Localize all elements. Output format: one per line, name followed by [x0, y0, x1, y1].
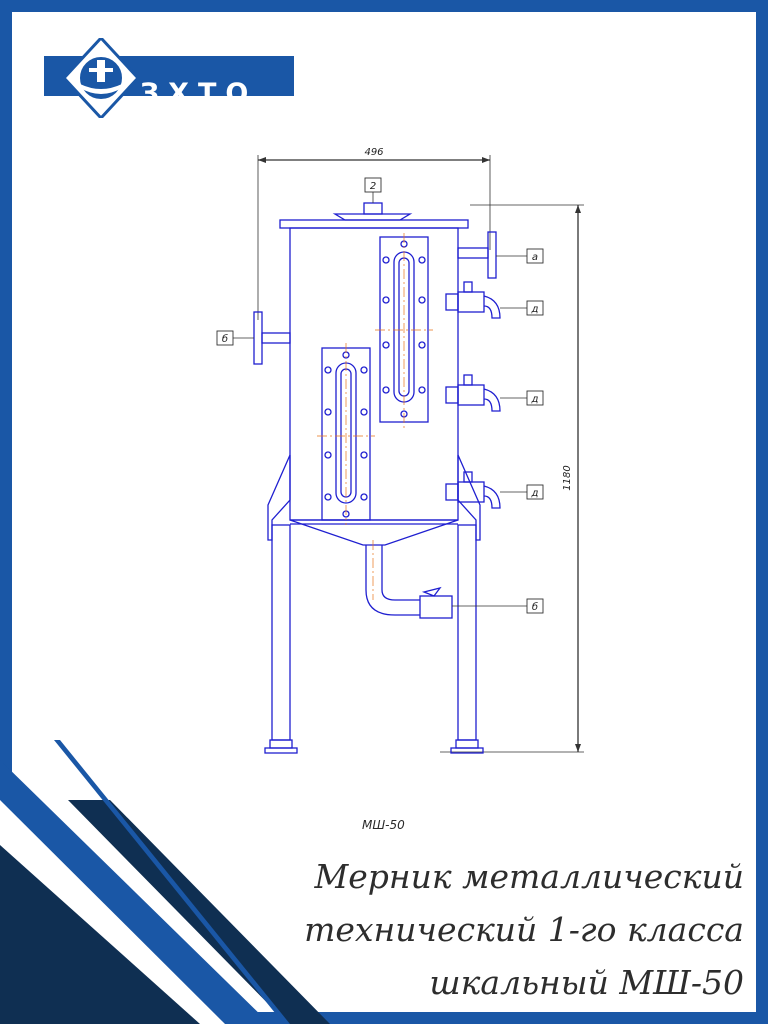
logo-text: ЗХТО [140, 78, 258, 109]
callout-box-top [364, 177, 382, 193]
height-dimension [440, 204, 584, 753]
callout-label-d1: д [531, 304, 539, 315]
callout-label-b2: б [222, 333, 228, 345]
width-dimension-label: 496 [364, 147, 383, 158]
width-dimension [257, 155, 491, 320]
callout-label-b1: б [532, 601, 538, 613]
callout-box-d1 [526, 300, 544, 316]
callout-label-d3: д [531, 488, 539, 499]
tank-lid [279, 202, 469, 229]
sample-tap-1 [445, 281, 501, 319]
drain-pipe [365, 545, 453, 619]
logo-bar: ЗХТО [44, 56, 294, 109]
logo-emblem-icon [64, 38, 138, 118]
center-lines [317, 233, 433, 600]
tank-body [289, 227, 459, 521]
product-title: Мерник металлический технический 1-го кл… [304, 850, 744, 1009]
callout-box-d3 [526, 484, 544, 500]
left-flange [253, 311, 291, 365]
callout-box-a [526, 248, 544, 264]
callout-box-d2 [526, 390, 544, 406]
model-label: МШ-50 [362, 818, 405, 832]
sample-tap-2 [445, 374, 501, 412]
height-dimension-label: 1180 [562, 465, 573, 490]
company-logo: ЗХТО [44, 38, 294, 118]
product-title-line-3: шкальный МШ-50 [429, 963, 744, 1002]
product-title-line-2: технический 1-го класса [304, 910, 744, 949]
callout-boxes [216, 177, 544, 614]
callout-box-b2 [216, 330, 234, 346]
callout-leaders [233, 192, 527, 607]
callout-box-b1 [526, 598, 544, 614]
callout-label-d2: д [531, 394, 539, 405]
tank-legs [264, 454, 484, 754]
callout-label-top: 2 [370, 181, 376, 192]
product-title-line-1: Мерник металлический [314, 857, 744, 896]
tank-cone [289, 519, 459, 546]
corner-stripe-dark [0, 845, 200, 1024]
right-flange [457, 231, 497, 279]
corner-stripe-thin-diagonal [54, 740, 290, 1024]
callout-label-a: а [532, 252, 538, 263]
